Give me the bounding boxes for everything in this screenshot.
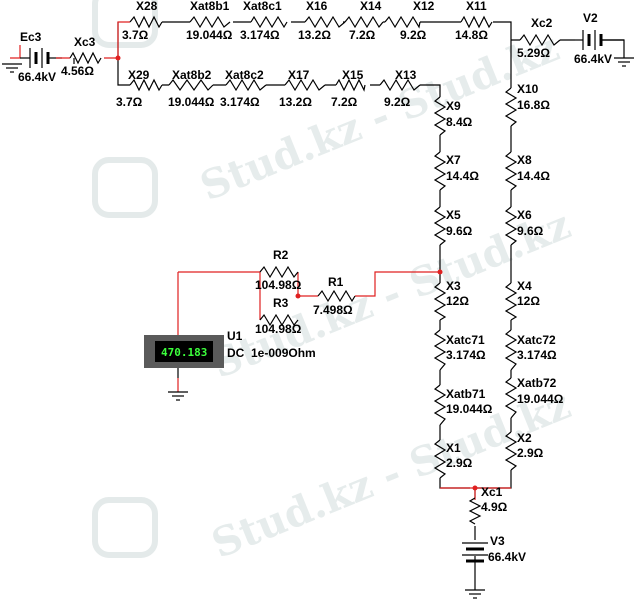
- resistor-name: X10: [517, 82, 539, 96]
- source-label: V2: [583, 11, 598, 25]
- resistor-name: X8: [517, 153, 532, 167]
- resistor-name: X28: [136, 0, 158, 13]
- resistor-name: R3: [273, 296, 289, 310]
- resistor-zigzags-horizontal: [69, 15, 561, 327]
- resistor-value: 19.044Ω: [186, 28, 233, 42]
- source-label: Ec3: [20, 30, 42, 44]
- junctions: [115, 55, 478, 491]
- resistor-value: 9.2Ω: [384, 95, 411, 109]
- multimeter-reading: 470.183: [161, 346, 207, 359]
- multimeter[interactable]: 470.183: [144, 335, 224, 378]
- resistor-value: 3.174Ω: [220, 95, 260, 109]
- resistor-name: Xat8b2: [172, 68, 212, 82]
- resistor-name: Xatc72: [517, 333, 556, 347]
- resistor-value: 14.4Ω: [446, 169, 479, 183]
- resistor-value: 4.56Ω: [61, 64, 94, 78]
- resistor-value: 12Ω: [517, 294, 540, 308]
- resistor-name: X16: [306, 0, 328, 13]
- resistor-name: Xatb71: [446, 387, 486, 401]
- resistor-name: X14: [360, 0, 382, 13]
- resistor-value: 9.6Ω: [446, 224, 473, 238]
- resistor-name: X1: [446, 441, 461, 455]
- resistor-name: X9: [446, 99, 461, 113]
- resistor-value: 12Ω: [446, 294, 469, 308]
- resistor-zigzags-vertical: [433, 87, 518, 525]
- wires-black: [56, 21, 625, 590]
- resistor-name: Xat8c1: [243, 0, 282, 13]
- resistor-value: 104.98Ω: [255, 322, 302, 336]
- resistor-value: 3.7Ω: [122, 28, 149, 42]
- resistor-value: 13.2Ω: [298, 28, 331, 42]
- source-value: 66.4kV: [18, 70, 56, 84]
- resistor-name: X3: [446, 279, 461, 293]
- resistor-name: Xat8b1: [190, 0, 230, 13]
- watermark-text: Stud.kz - Stud.kz: [205, 381, 577, 568]
- resistor-value: 19.044Ω: [168, 95, 215, 109]
- resistor-name: X12: [413, 0, 435, 13]
- resistor-value: 14.8Ω: [455, 28, 488, 42]
- multimeter-name: U1: [227, 329, 243, 343]
- resistor-name: R1: [328, 275, 344, 289]
- resistor-name: R2: [273, 248, 289, 262]
- resistor-value: 2.9Ω: [517, 446, 544, 460]
- resistor-value: 2.9Ω: [446, 456, 473, 470]
- resistor-value: 9.6Ω: [517, 224, 544, 238]
- ground-icon: [2, 57, 634, 599]
- resistor-name: Xatb72: [517, 376, 557, 390]
- resistor-value: 3.174Ω: [446, 348, 486, 362]
- multimeter-setting: 1e-009Ohm: [251, 346, 316, 360]
- resistor-value: 7.498Ω: [313, 303, 353, 317]
- resistor-name: X6: [517, 208, 532, 222]
- resistor-value: 16.8Ω: [517, 98, 550, 112]
- resistor-name: X29: [128, 68, 150, 82]
- resistor-name: Xc1: [481, 485, 503, 499]
- multimeter-display: [155, 341, 213, 362]
- resistor-name: X7: [446, 153, 461, 167]
- resistor-value: 9.2Ω: [400, 28, 427, 42]
- resistor-name: X11: [466, 0, 487, 13]
- resistor-value: 19.044Ω: [446, 402, 493, 416]
- resistor-value: 104.98Ω: [255, 278, 302, 292]
- resistor-name: Xc3: [74, 35, 96, 49]
- resistor-value: 13.2Ω: [279, 95, 312, 109]
- resistor-value: 3.7Ω: [116, 95, 143, 109]
- resistor-value: 19.044Ω: [517, 392, 564, 406]
- resistor-name: X4: [517, 279, 532, 293]
- resistor-value: 14.4Ω: [517, 169, 550, 183]
- resistor-name: X13: [395, 68, 417, 82]
- resistor-value: 4.9Ω: [481, 500, 508, 514]
- resistor-name: Xat8c2: [225, 68, 264, 82]
- resistor-value: 7.2Ω: [331, 95, 358, 109]
- resistor-name: X17: [288, 68, 310, 82]
- multimeter-mode: DC: [227, 346, 245, 360]
- source-value: 66.4kV: [488, 550, 526, 564]
- resistor-name: Xatc71: [446, 333, 485, 347]
- resistor-value: 3.174Ω: [517, 348, 557, 362]
- resistor-value: 7.2Ω: [349, 28, 376, 42]
- resistor-name: X2: [517, 431, 532, 445]
- battery-icon: [20, 30, 624, 563]
- watermark-logo-icon: [92, 0, 158, 558]
- resistor-labels: Xc3 4.56Ω X28 3.7Ω Xat8b1 19.044Ω Xat8c1…: [61, 0, 564, 514]
- source-label: V3: [490, 534, 505, 548]
- resistor-value: 8.4Ω: [446, 115, 473, 129]
- resistor-name: Xc2: [531, 16, 553, 30]
- source-value: 66.4kV: [574, 52, 612, 66]
- resistor-name: X15: [342, 68, 364, 82]
- resistor-value: 5.29Ω: [517, 46, 550, 60]
- resistor-value: 3.174Ω: [240, 28, 280, 42]
- resistor-name: X5: [446, 208, 461, 222]
